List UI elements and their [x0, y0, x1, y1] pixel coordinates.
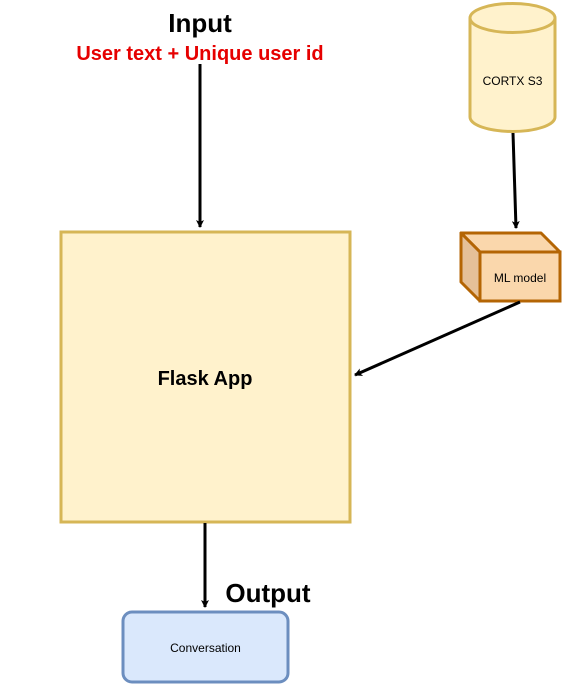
- input-title: Input: [168, 8, 232, 38]
- flask-app-box: [59, 230, 352, 524]
- conversation-label: Conversation: [170, 641, 241, 655]
- flask-app-label: Flask App: [158, 368, 253, 390]
- cortx-s3-node[interactable]: CORTX S3: [468, 2, 557, 133]
- ml-model-node[interactable]: ML model: [459, 231, 562, 303]
- conversation-node[interactable]: Conversation: [121, 610, 290, 684]
- cube-front-face: [478, 250, 562, 303]
- cortx-s3-label: CORTX S3: [483, 74, 543, 88]
- ml-model-label: ML model: [494, 271, 546, 285]
- conversation-box: [121, 610, 290, 684]
- cylinder-top: [468, 2, 557, 34]
- model-to-app-arrow: [354, 300, 521, 377]
- input-subtitle: User text + Unique user id: [76, 43, 323, 65]
- flask-app-node[interactable]: Flask App: [59, 230, 352, 524]
- cylinder-icon: [468, 18, 557, 133]
- output-title: Output: [225, 578, 311, 608]
- s3-to-model-arrow: [511, 132, 520, 229]
